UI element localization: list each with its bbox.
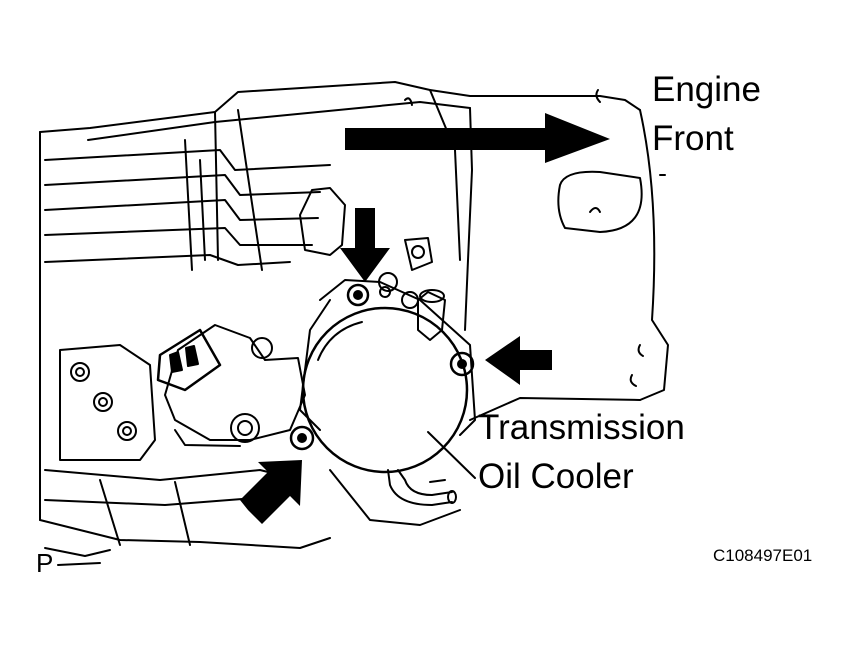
view-letter: P bbox=[36, 548, 54, 578]
cooler-leader-line bbox=[427, 431, 476, 479]
oil-cooler-label-line2: Oil Cooler bbox=[478, 457, 634, 496]
direction-arrows bbox=[240, 113, 610, 524]
switch-housing bbox=[156, 324, 306, 447]
bolt-arrow-bottom bbox=[240, 460, 302, 524]
bolt-arrow-right bbox=[485, 336, 552, 385]
oil-cooler-label-line1: Transmission bbox=[478, 408, 685, 447]
figure-code: C108497E01 bbox=[713, 546, 813, 565]
engine-front-label-line1: Engine bbox=[652, 70, 761, 109]
oil-cooler-body bbox=[289, 272, 476, 506]
engine-front-label-line2: Front bbox=[652, 119, 734, 158]
bolt-arrow-top bbox=[340, 208, 390, 282]
view-letter-tick bbox=[57, 562, 101, 566]
engine-front-arrow bbox=[345, 113, 610, 163]
